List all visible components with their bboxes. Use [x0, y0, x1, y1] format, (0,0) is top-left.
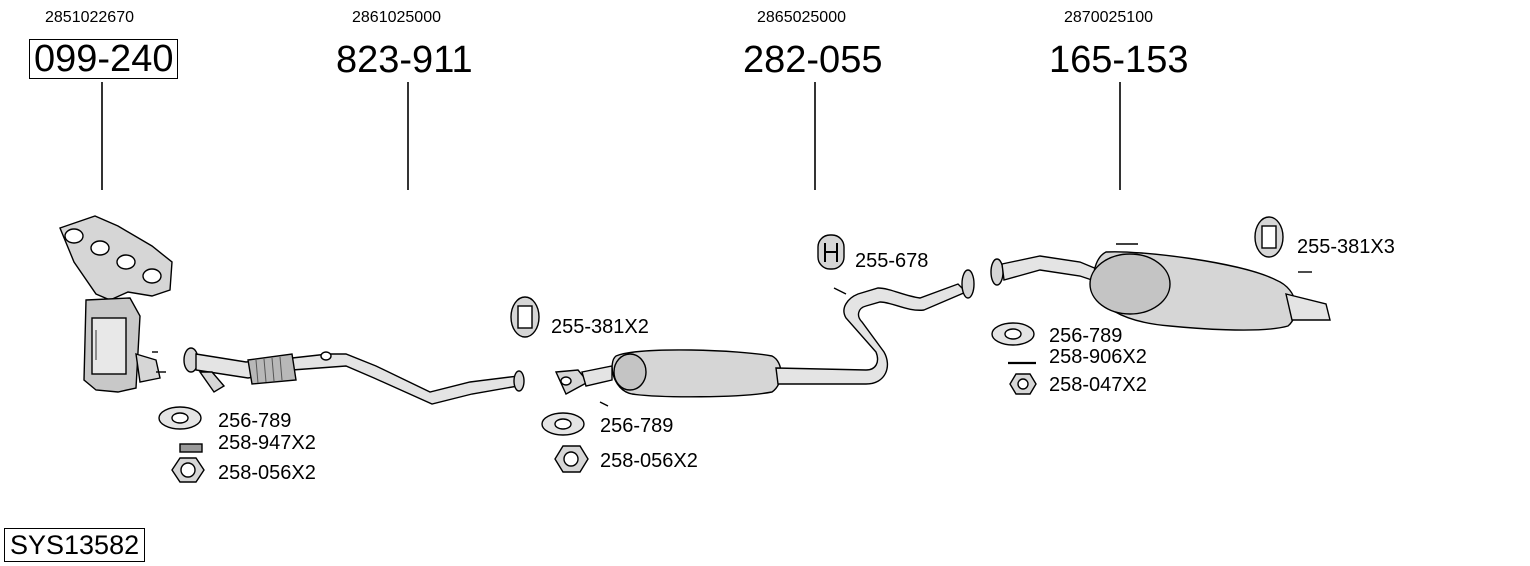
label-gasket-2[interactable]: 256-789 [600, 415, 674, 437]
label-nut-1[interactable]: 258-056X2 [218, 462, 316, 484]
label-rubber-mount-2[interactable]: 255-381X3 [1297, 236, 1395, 258]
oem-number-1: 2851022670 [45, 9, 134, 26]
label-bolt-3[interactable]: 258-906X2 [1049, 346, 1147, 368]
oem-number-2: 2861025000 [352, 9, 441, 26]
manifold-catalyst [59, 215, 173, 393]
label-nut-2[interactable]: 258-056X2 [600, 450, 698, 472]
label-gasket-3[interactable]: 256-789 [1049, 325, 1123, 347]
rear-silencer [990, 243, 1331, 331]
label-gasket-1[interactable]: 256-789 [218, 410, 292, 432]
oem-number-3: 2865025000 [757, 9, 846, 26]
front-pipe [183, 347, 525, 405]
label-rubber-mount-1[interactable]: 255-381X2 [551, 316, 649, 338]
label-bolt-1[interactable]: 258-947X2 [218, 432, 316, 454]
part-number-4[interactable]: 165-153 [1049, 39, 1189, 81]
system-code: SYS13582 [4, 528, 146, 562]
part-number-3[interactable]: 282-055 [743, 39, 883, 81]
label-nut-3[interactable]: 258-047X2 [1049, 374, 1147, 396]
part-number-2[interactable]: 823-911 [336, 39, 473, 81]
oem-number-4: 2870025100 [1064, 9, 1153, 26]
part-number-1[interactable]: 099-240 [29, 39, 179, 79]
bolt-icon [179, 443, 203, 453]
middle-silencer [554, 269, 975, 407]
label-h-mount[interactable]: 255-678 [855, 250, 929, 272]
